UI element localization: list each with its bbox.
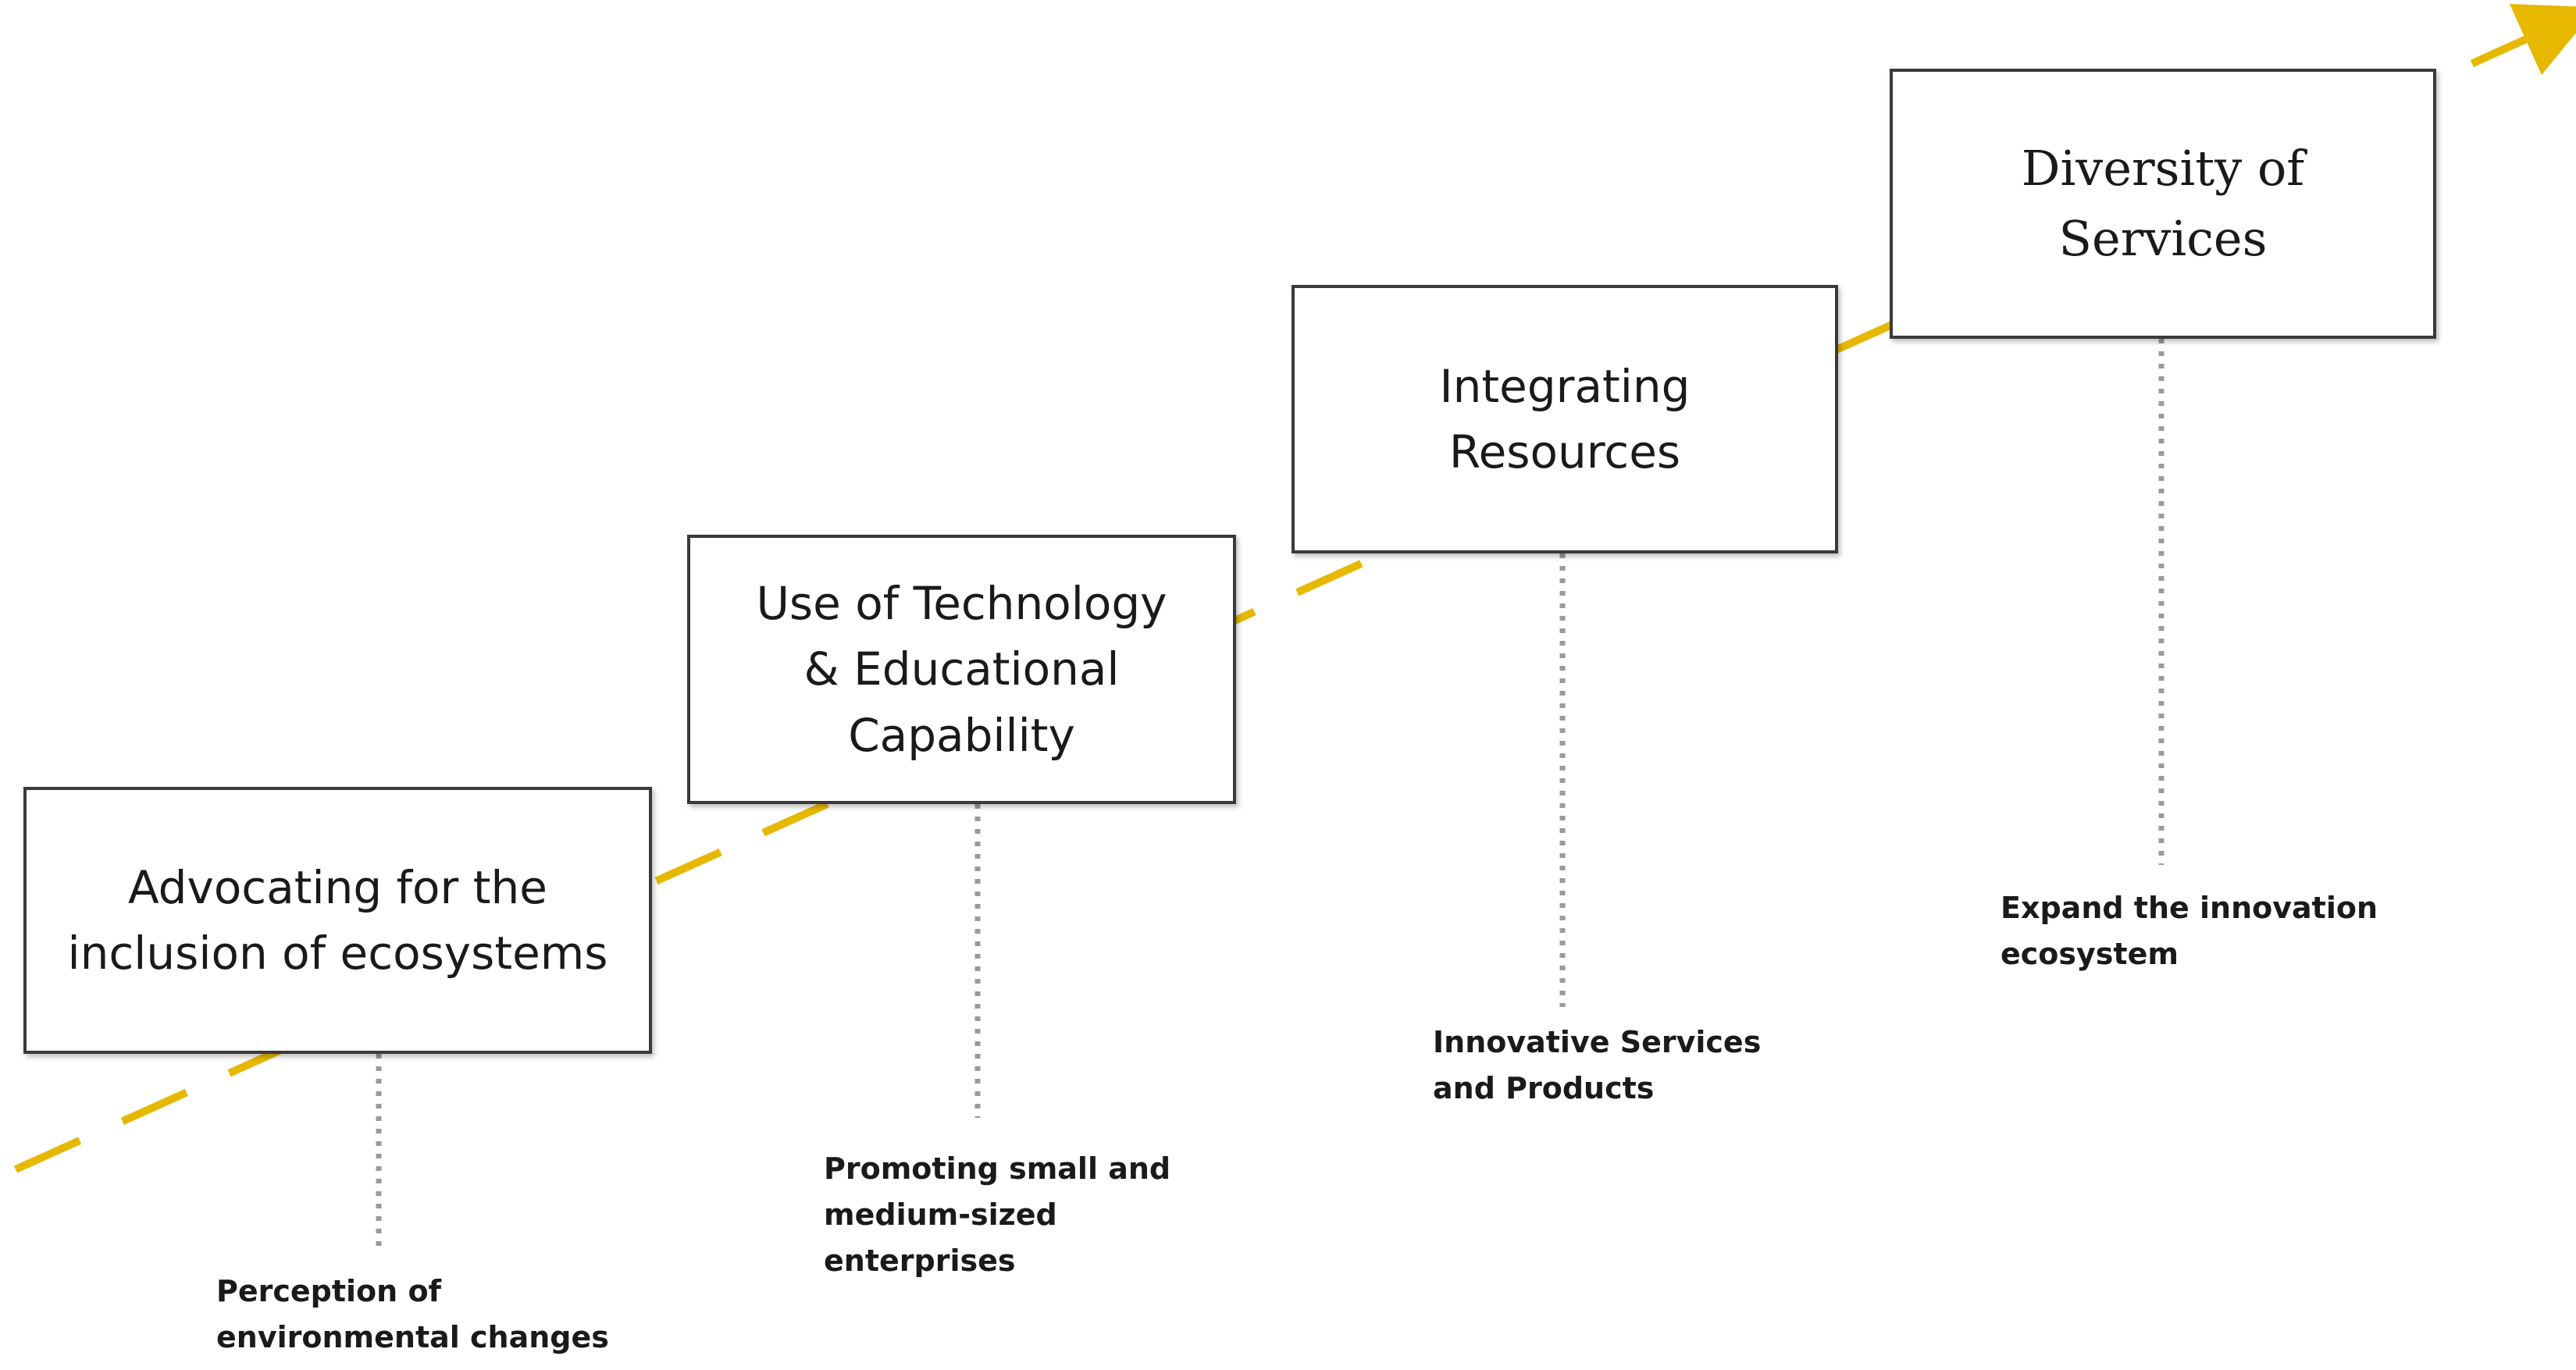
- step-title: Advocating for the inclusion of ecosyste…: [67, 860, 608, 980]
- note-perception: Perception of environmental changes: [216, 1274, 609, 1354]
- step-box-technology: Use of Technology & Educational Capabili…: [687, 535, 1236, 804]
- step-title: Diversity of Services: [2021, 140, 2305, 267]
- note-expand: Expand the innovation ecosystem: [2001, 891, 2378, 971]
- step-box-advocating: Advocating for the inclusion of ecosyste…: [23, 787, 652, 1054]
- note-promoting: Promoting small and medium-sized enterpr…: [824, 1151, 1171, 1278]
- step-title: Integrating Resources: [1439, 359, 1691, 479]
- step-box-integrating: Integrating Resources: [1292, 285, 1838, 553]
- step-title: Use of Technology & Educational Capabili…: [756, 577, 1167, 762]
- step-box-diversity: Diversity of Services: [1890, 69, 2436, 339]
- note-innovative: Innovative Services and Products: [1433, 1025, 1762, 1105]
